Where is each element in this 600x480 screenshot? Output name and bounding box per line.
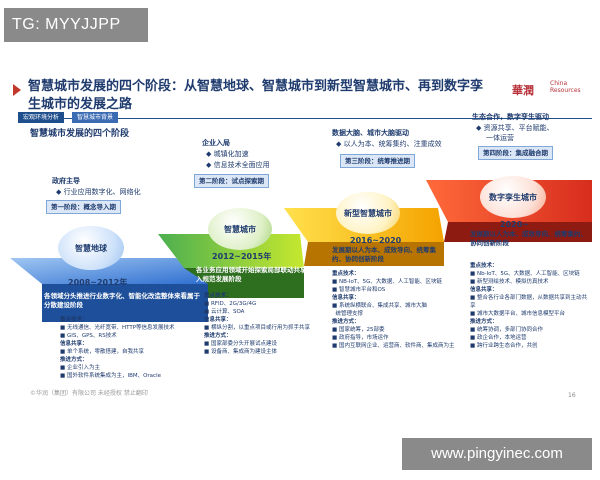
detail-line: ■ 国外软件系统集成为主，IBM、Oracle — [60, 373, 161, 379]
stage-4-detail: 重点技术： ■ Nb-IoT、5G、大数据、人工智能、区块链 ■ 新型测绘技术、… — [470, 262, 590, 350]
detail-line: ■ 系统纵横联合、集成共享、城市大脑 — [332, 303, 427, 309]
detail-line: ■ 单个系统，零散搭建，自我共享 — [60, 349, 144, 355]
stage-3-point: ◆ 以人为本、统筹集约、注重成效 — [336, 140, 442, 148]
stage-1-point-text: 行业应用数字化、网络化 — [63, 188, 141, 196]
stage-4-point: 一体运营 — [486, 134, 514, 142]
slide-footer: ©华润（集团）有限公司 未经授权 禁止翻印 — [30, 390, 148, 397]
detail-heading: 信息共享： — [60, 341, 88, 347]
detail-line: ■ NB-IoT、5G、大数据、人工智能、区块链 — [332, 279, 442, 285]
detail-line: ■ 无线通信、光纤宽带、HTTP等信息发展技术 — [60, 325, 175, 331]
stage-2-point: ◆ 信息技术全面应用 — [206, 161, 270, 169]
detail-line: ■ 统筹协调，多部门协同合作 — [470, 327, 543, 333]
stage-3-summary: 发展期以人为本、成效导向、统筹集约、协同创新阶段 — [332, 246, 436, 263]
detail-line: ■ 国家部委分头开展试点建设 — [204, 341, 277, 347]
stage-3-detail: 重点技术： ■ NB-IoT、5G、大数据、人工智能、区块链 ■ 智慧城市平台和… — [332, 270, 458, 350]
stage-3-heading: 数据大脑、城市大脑驱动 — [332, 129, 409, 137]
detail-line: 统管理支撑 — [335, 311, 364, 317]
step-1-block — [10, 258, 208, 284]
stage-2-tag: 第二阶段：试点探索期 — [194, 174, 269, 188]
step-2-front — [184, 268, 304, 298]
stage-2-heading: 企业入局 — [202, 139, 230, 147]
detail-line: ■ 横纵分割，以重点项目或行用为抓手共享 — [204, 325, 310, 331]
stage-1-detail: 重点技术： ■ 无线通信、光纤宽带、HTTP等信息发展技术 ■ GIS、GPS、… — [60, 316, 210, 380]
detail-line: ■ 设备商、集成商为建设主体 — [204, 349, 277, 355]
logo-english: China Resources — [550, 80, 581, 94]
watermark-bottom: www.pingyinec.com — [402, 438, 592, 470]
step-2-block — [158, 234, 304, 268]
stage-4-orb: 数字孪生城市 — [480, 176, 546, 218]
step-3-front — [304, 242, 444, 266]
stage-1-heading: 政府主导 — [52, 177, 80, 185]
section-subtitle: 智慧城市发展的四个阶段 — [30, 129, 130, 139]
stage-1-orb: 智慧地球 — [58, 226, 124, 270]
breadcrumb-item: 智慧城市背景 — [72, 112, 119, 123]
detail-line: ■ 国家统筹，25部委 — [332, 327, 385, 333]
step-4-front — [444, 222, 592, 242]
detail-line: ■ 跨行业跨生态合作，共创 — [470, 343, 538, 349]
stage-1-tag: 第一阶段：概念导入期 — [46, 200, 121, 214]
breadcrumb-rule — [18, 112, 592, 119]
detail-line: ■ 新型测绘技术、模拟仿真技术 — [470, 279, 549, 285]
stage-1-point: ◆ 行业应用数字化、网络化 — [56, 188, 141, 196]
detail-line: ■ 国内互联网企业、运营商、软件商、集成商为主 — [332, 343, 455, 349]
detail-heading: 重点技术： — [60, 317, 88, 323]
detail-heading: 推进方式： — [60, 357, 88, 363]
detail-line: ■ 政府指导，市场运作 — [332, 335, 389, 341]
stage-4-point: ◆ 资源共享、平台赋能、 — [476, 124, 554, 132]
breadcrumb-item: 宏观环境分析 — [18, 112, 65, 123]
stage-2-orb: 智慧城市 — [208, 208, 272, 250]
stage-1-summary: 各领域分头推进行业数字化、智能化改造整体来看属于分散建设阶段 — [44, 292, 200, 309]
detail-line: ■ 整合各行业各部门数据，从数据共享到主动共享 — [470, 295, 587, 309]
stage-2-summary: 各业务应用领域开始探索局部联动共享智慧城市步入规范发展阶段 — [196, 266, 339, 283]
detail-line: ■ GIS、GPS、RS技术 — [60, 333, 117, 339]
stage-2-years: 2012~2015年 — [212, 252, 272, 261]
detail-line: ■ Nb-IoT、5G、大数据、人工智能、区块链 — [470, 271, 580, 277]
page-number: 16 — [568, 392, 576, 399]
slide-title: 智慧城市发展的四个阶段：从智慧地球、智慧城市到新型智慧城市、再到数字孪生城市的发… — [28, 79, 484, 112]
title-arrow-icon — [13, 84, 21, 96]
stage-2-detail: 重点技术： ■ RFID、2G/3G/4G ■ 云计算、SOA 信息共享： ■ … — [204, 292, 334, 356]
stage-3-orb: 新型智慧城市 — [336, 192, 400, 234]
stage-4-heading: 生态合作，数字孪生驱动 — [472, 113, 549, 121]
stage-1-years: 2008~2012年 — [68, 278, 128, 287]
stage-4-years: 2020~ — [500, 220, 529, 229]
stage-4-summary: 发展期以人为本、成效导向、统筹集约、协同创新阶段 — [470, 230, 587, 247]
detail-line: ■ 城市大数据平台、城市信息模型平台 — [470, 311, 565, 317]
detail-line: ■ 企业引入为主 — [60, 365, 100, 371]
step-1-front — [42, 284, 208, 322]
detail-line: ■ 智慧城市平台和OS — [332, 287, 386, 293]
stage-3-years: 2016~2020 — [350, 236, 402, 245]
detail-line: ■ 云计算、SOA — [204, 309, 245, 315]
watermark-top: TG: MYYJJPP — [4, 8, 148, 42]
detail-line: ■ 政企合作，本地运营 — [470, 335, 527, 341]
stage-3-tag: 第三阶段：统筹推进期 — [340, 154, 415, 168]
logo-text: 華潤 — [512, 84, 534, 97]
detail-line: ■ RFID、2G/3G/4G — [204, 301, 257, 307]
stage-4-tag: 第四阶段：集成融合期 — [478, 146, 553, 160]
stage-2-point: ◆ 城镇化加速 — [206, 150, 249, 158]
